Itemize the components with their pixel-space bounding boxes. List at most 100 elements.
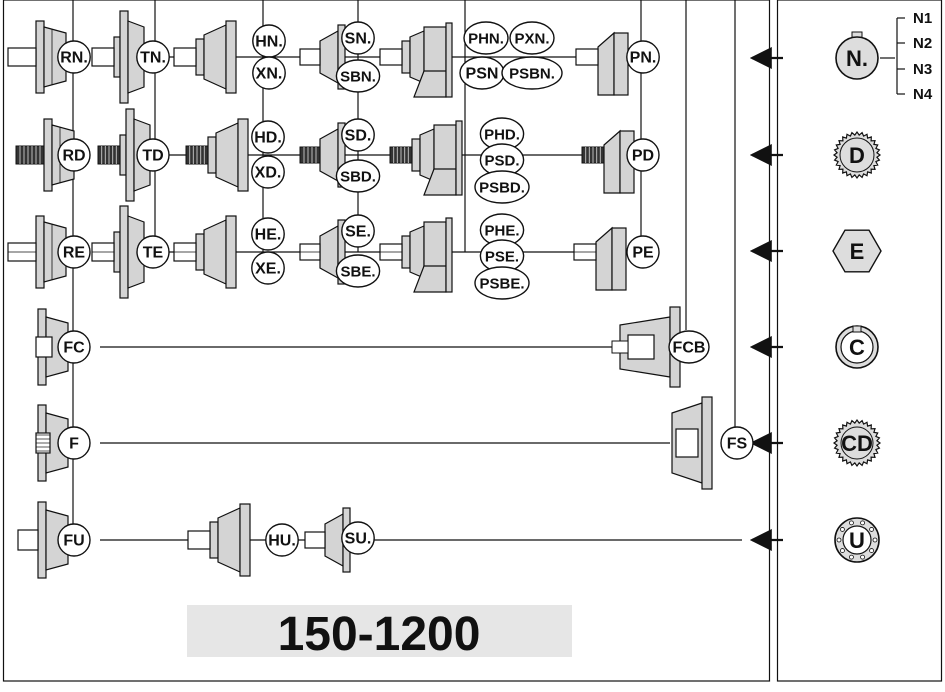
part-hd (207, 118, 249, 192)
input-arrows (749, 47, 783, 551)
label-sd: SD. (341, 118, 375, 152)
label-td: TD (136, 138, 170, 172)
label-hn: HN. (252, 24, 286, 58)
part-sn (319, 24, 346, 90)
label-text-psbn: PSBN. (509, 66, 555, 83)
part-phn (401, 22, 453, 98)
part-phn-shaft (379, 48, 403, 66)
label-text-phn: PHN. (468, 31, 504, 48)
label-text-hu: HU. (268, 533, 296, 550)
label-text-se: SE. (345, 224, 371, 241)
interface-label-u: U (849, 528, 865, 553)
label-psbe: PSBE. (474, 266, 530, 300)
label-text-phd: PHD. (484, 127, 520, 144)
part-hn-shaft (173, 47, 197, 67)
label-f: F (57, 426, 91, 460)
part-hu-shaft (187, 530, 211, 550)
label-text-sn: SN. (345, 31, 372, 48)
n-variant-n4: N4 (913, 86, 933, 103)
part-rn-shaft (7, 47, 37, 67)
part-td-shaft (97, 145, 121, 165)
label-text-re: RE (63, 245, 86, 262)
label-text-pn: PN. (630, 50, 657, 67)
label-sbe: SBE. (335, 254, 381, 288)
label-text-psn: PSN (466, 66, 499, 83)
part-hu (209, 503, 251, 577)
interface-label-n: N. (846, 46, 868, 71)
part-rn (35, 20, 67, 94)
label-se: SE. (341, 214, 375, 248)
label-pd: PD (626, 138, 660, 172)
label-fs: FS (720, 426, 754, 460)
row-lines (100, 56, 742, 541)
part-te (113, 205, 145, 299)
label-xd: XD. (251, 155, 285, 189)
part-tn (113, 10, 145, 104)
label-text-xd: XD. (255, 165, 282, 182)
interface-label-c: C (849, 335, 865, 360)
label-text-psbd: PSBD. (479, 180, 525, 197)
part-fc (35, 308, 69, 386)
label-text-phe: PHE. (484, 223, 519, 240)
label-text-fc: FC (63, 340, 85, 357)
label-text-pse: PSE. (485, 249, 519, 266)
label-psn: PSN (459, 56, 505, 90)
part-phd-shaft (389, 146, 413, 164)
part-phd (411, 120, 463, 196)
label-te: TE (136, 235, 170, 269)
part-fu (17, 501, 69, 579)
label-text-fcb: FCB (673, 340, 706, 357)
label-pe: PE (626, 235, 660, 269)
label-text-te: TE (143, 245, 164, 262)
part-rd-shaft (15, 145, 45, 165)
side-panel-frame (776, 0, 943, 682)
part-pd-shaft (581, 146, 605, 164)
part-se (319, 219, 346, 285)
label-text-rd: RD (62, 148, 85, 165)
n-variant-n2: N2 (913, 35, 932, 52)
label-text-psbe: PSBE. (479, 276, 524, 293)
interface-symbol-c: C (835, 325, 879, 369)
label-sbn: SBN. (335, 59, 381, 93)
part-pn (597, 31, 629, 96)
part-f (35, 404, 69, 482)
label-text-hn: HN. (255, 34, 283, 51)
part-re (35, 215, 67, 289)
label-text-fu: FU (63, 533, 84, 550)
label-text-rn: RN. (60, 50, 88, 67)
interface-label-cd: CD (841, 431, 873, 456)
label-text-pxn: PXN. (514, 31, 549, 48)
part-he-shaft (173, 242, 197, 262)
label-text-f: F (69, 436, 79, 453)
vertical-connectors (72, 0, 736, 540)
part-he (195, 215, 237, 289)
label-text-psd: PSD. (484, 153, 519, 170)
label-pxn: PXN. (509, 21, 555, 55)
part-su-shaft (304, 531, 326, 549)
label-phe: PHE. (479, 213, 525, 247)
label-text-su: SU. (345, 531, 372, 548)
label-text-xe: XE. (255, 261, 281, 278)
interface-symbol-n: N. (835, 31, 879, 80)
label-phd: PHD. (479, 117, 525, 151)
label-fu: FU (57, 523, 91, 557)
label-text-fs: FS (727, 436, 748, 453)
label-text-xn: XN. (256, 66, 283, 83)
part-pe (595, 226, 627, 291)
part-re-shaft (7, 242, 37, 262)
label-xe: XE. (251, 251, 285, 285)
interface-label-e: E (850, 239, 865, 264)
label-he: HE. (251, 217, 285, 251)
label-xn: XN. (252, 56, 286, 90)
part-phe (401, 217, 453, 293)
part-sn-shaft (299, 48, 321, 66)
range-banner (187, 605, 572, 657)
part-fs (671, 396, 713, 490)
label-psbd: PSBD. (474, 170, 530, 204)
interface-symbol-cd: CD (832, 418, 882, 468)
label-text-sd: SD. (345, 128, 372, 145)
label-pn: PN. (626, 40, 660, 74)
